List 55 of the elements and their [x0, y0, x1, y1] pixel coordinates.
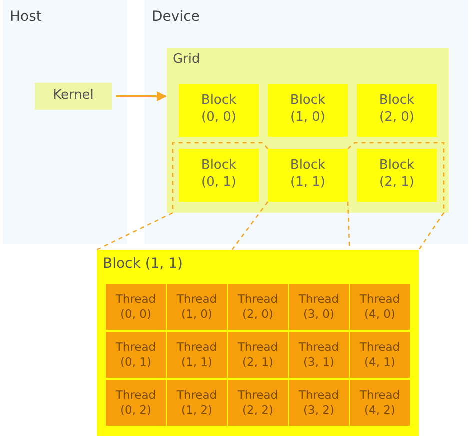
node-label: Thread (3, 1) — [298, 340, 340, 370]
thread-box — [228, 332, 288, 378]
thread-box — [106, 284, 166, 330]
thread-box — [106, 332, 166, 378]
node-label: Block (0, 0) — [200, 93, 238, 127]
node-label: Block (0, 1) — [200, 158, 238, 192]
node-label: Thread (2, 1) — [236, 340, 280, 370]
thread-box — [289, 332, 349, 378]
panel-heading: Host — [10, 8, 43, 26]
block-detail-panel — [97, 250, 419, 436]
thread-box — [167, 284, 227, 330]
region-panel — [145, 0, 468, 244]
dashed-connector — [96, 142, 268, 251]
thread-box — [167, 380, 227, 426]
node-label: Thread (3, 0) — [298, 292, 340, 322]
block-box — [179, 149, 259, 202]
panel-heading: Device — [152, 8, 201, 26]
thread-box — [167, 332, 227, 378]
thread-box — [289, 380, 349, 426]
kernel-box — [35, 83, 112, 110]
node-label: Thread (0, 2) — [114, 388, 158, 418]
node-label: Kernel — [52, 88, 95, 105]
block-box — [179, 84, 259, 137]
region-panel — [3, 0, 127, 244]
node-label: Thread (0, 0) — [114, 292, 158, 322]
node-label: Thread (1, 2) — [176, 388, 218, 418]
node-label: Thread (4, 1) — [358, 340, 402, 370]
node-label: Thread (1, 0) — [176, 292, 218, 322]
node-label: Thread (3, 2) — [298, 388, 340, 418]
block-box — [268, 149, 348, 202]
arrow — [116, 92, 167, 102]
node-label: Thread (1, 1) — [176, 340, 218, 370]
node-label: Thread (4, 2) — [358, 388, 402, 418]
node-label: Thread (2, 0) — [236, 292, 280, 322]
thread-box — [228, 284, 288, 330]
node-label: Thread (2, 2) — [236, 388, 280, 418]
thread-box — [350, 380, 410, 426]
block-box — [268, 84, 348, 137]
node-label: Thread (4, 0) — [358, 292, 402, 322]
node-label: Block (1, 0) — [289, 93, 327, 127]
thread-box — [106, 380, 166, 426]
node-label: Thread (0, 1) — [114, 340, 158, 370]
thread-box — [350, 284, 410, 330]
panel-heading: Grid — [173, 52, 202, 69]
node-label: Block (2, 1) — [378, 158, 416, 192]
grid-container — [167, 48, 449, 213]
node-label: Block (1, 1) — [289, 158, 327, 192]
block-box — [357, 149, 437, 202]
node-label: Block (2, 0) — [378, 93, 416, 127]
dashed-connector — [348, 142, 445, 250]
thread-box — [289, 284, 349, 330]
thread-box — [350, 332, 410, 378]
thread-box — [228, 380, 288, 426]
block-box — [357, 84, 437, 137]
panel-heading: Block (1, 1) — [103, 255, 184, 274]
